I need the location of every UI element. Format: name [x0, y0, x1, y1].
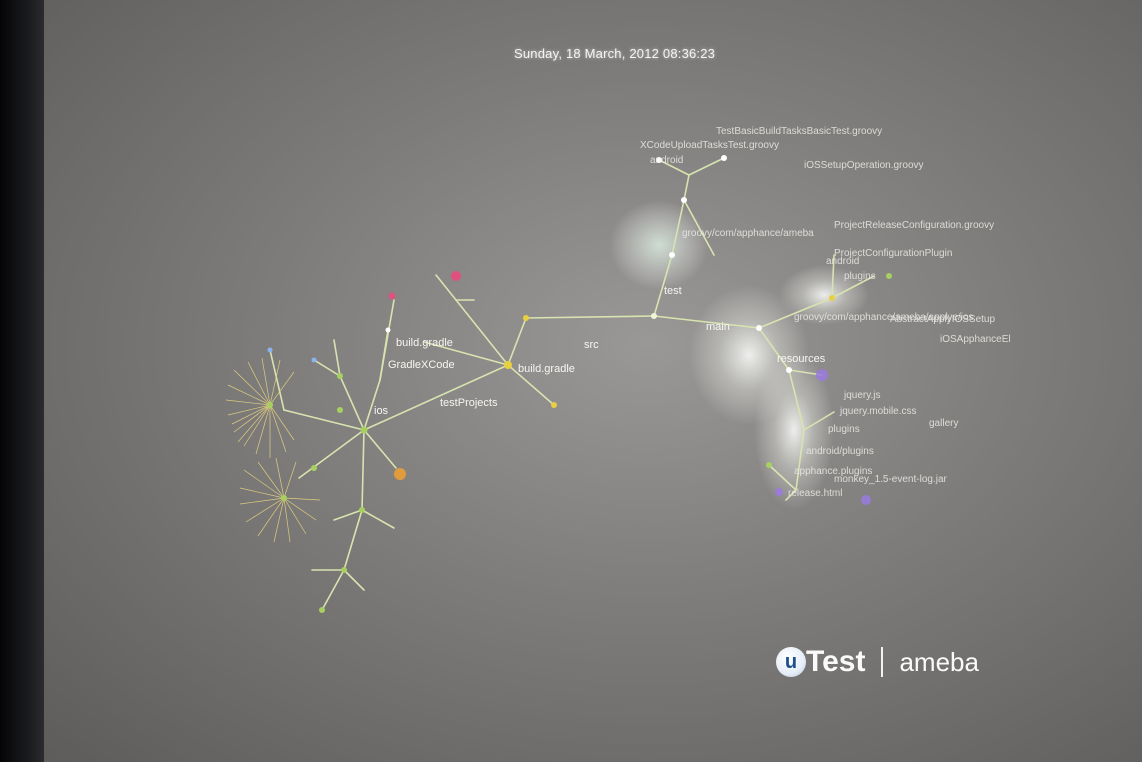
node-blue-2: [311, 357, 317, 363]
tree-branches: [269, 157, 875, 611]
node-main: [756, 325, 762, 331]
brand-separator: [881, 647, 884, 677]
node-orange-cluster: [394, 468, 406, 480]
node-green-1: [337, 407, 343, 413]
tree-nodes: [267, 155, 892, 613]
label-resources: resources: [777, 353, 826, 365]
label-abstract-ios: AbstractApplyIOSSetup: [890, 314, 995, 325]
label-operation: ProjectConfigurationPlugin: [834, 248, 952, 259]
label-css: jquery.mobile.css: [839, 406, 917, 417]
label-build-gradle-root: build.gradle: [518, 363, 575, 375]
label-android-plugins: android/plugins: [806, 446, 874, 457]
label-plugins: plugins: [844, 271, 876, 282]
label-groovy-test: groovy/com/apphance/ameba: [682, 228, 814, 239]
projector-left-edge: [0, 0, 44, 762]
node-white-3: [385, 327, 391, 333]
label-test-groovy: TestBasicBuildTasksBasicTest.groovy: [716, 126, 882, 137]
label-gallery: gallery: [929, 418, 958, 429]
node-green-7: [766, 462, 772, 468]
node-green-5: [319, 607, 325, 613]
projection-screen: Sunday, 18 March, 2012 08:36:23: [44, 0, 1142, 762]
node-fan-hub-2: [281, 495, 287, 501]
node-purple-3: [775, 488, 783, 496]
node-yellow-3: [829, 295, 835, 301]
label-xcode-setup: XCodeUploadTasksTest.groovy: [640, 140, 779, 151]
node-green-6: [311, 465, 317, 471]
node-root: [651, 313, 657, 319]
label-plugins-short: plugins: [828, 424, 860, 435]
node-build-gradle: [504, 361, 512, 369]
node-green-4: [341, 567, 347, 573]
node-yellow-2: [523, 315, 529, 321]
node-pink: [451, 271, 461, 281]
node-fan-hub-1: [267, 402, 273, 408]
node-ios: [360, 426, 368, 434]
label-testprojects: testProjects: [440, 397, 498, 409]
tree-labels: src test main build.gradle build.gradle …: [374, 126, 1011, 499]
node-test: [669, 252, 675, 258]
node-upper: [681, 197, 687, 203]
node-white-2: [656, 157, 662, 163]
label-release-config: ProjectReleaseConfiguration.groovy: [834, 220, 994, 231]
label-apphance-el: iOSApphanceEl: [940, 334, 1011, 345]
utest-logo-icon: u: [776, 647, 806, 677]
label-groovy-main: groovy/com/apphance/ameba/applye/ios: [794, 312, 974, 323]
label-jquery: jquery.js: [843, 390, 881, 401]
node-resources: [786, 367, 792, 373]
timestamp: Sunday, 18 March, 2012 08:36:23: [514, 46, 716, 61]
label-build-gradle-left: build.gradle: [396, 337, 453, 349]
label-apphance-plugins: apphance.plugins: [794, 466, 872, 477]
label-main: main: [706, 321, 730, 333]
label-android-test: android: [650, 155, 683, 166]
label-monkey-jar: monkey_1.5-event-log.jar: [834, 474, 948, 485]
label-gradlexcode: GradleXCode: [388, 359, 455, 371]
code-tree-visualization: src test main build.gradle build.gradle …: [225, 126, 1011, 613]
fan-cluster-upper: [225, 357, 295, 458]
node-purple-2: [861, 495, 871, 505]
label-ios: ios: [374, 405, 389, 417]
label-android: android: [826, 256, 859, 267]
brand-logo: u Test ameba: [776, 642, 979, 682]
node-green-3: [359, 507, 365, 513]
label-src: src: [584, 339, 599, 351]
node-pink-small: [388, 292, 396, 300]
node-purple: [816, 369, 828, 381]
ameba-wordmark: ameba: [899, 646, 979, 677]
label-setup-op: iOSSetupOperation.groovy: [804, 160, 924, 171]
node-blue-1: [267, 347, 273, 353]
utest-wordmark: Test: [806, 645, 866, 678]
fan-cluster-lower: [239, 457, 321, 543]
label-test: test: [664, 285, 682, 297]
glow-test: [609, 200, 709, 290]
node-white-1: [721, 155, 727, 161]
node-green-8: [886, 273, 892, 279]
label-release-html: release.html: [788, 488, 842, 499]
node-green-2: [337, 373, 343, 379]
node-yellow-1: [551, 402, 557, 408]
